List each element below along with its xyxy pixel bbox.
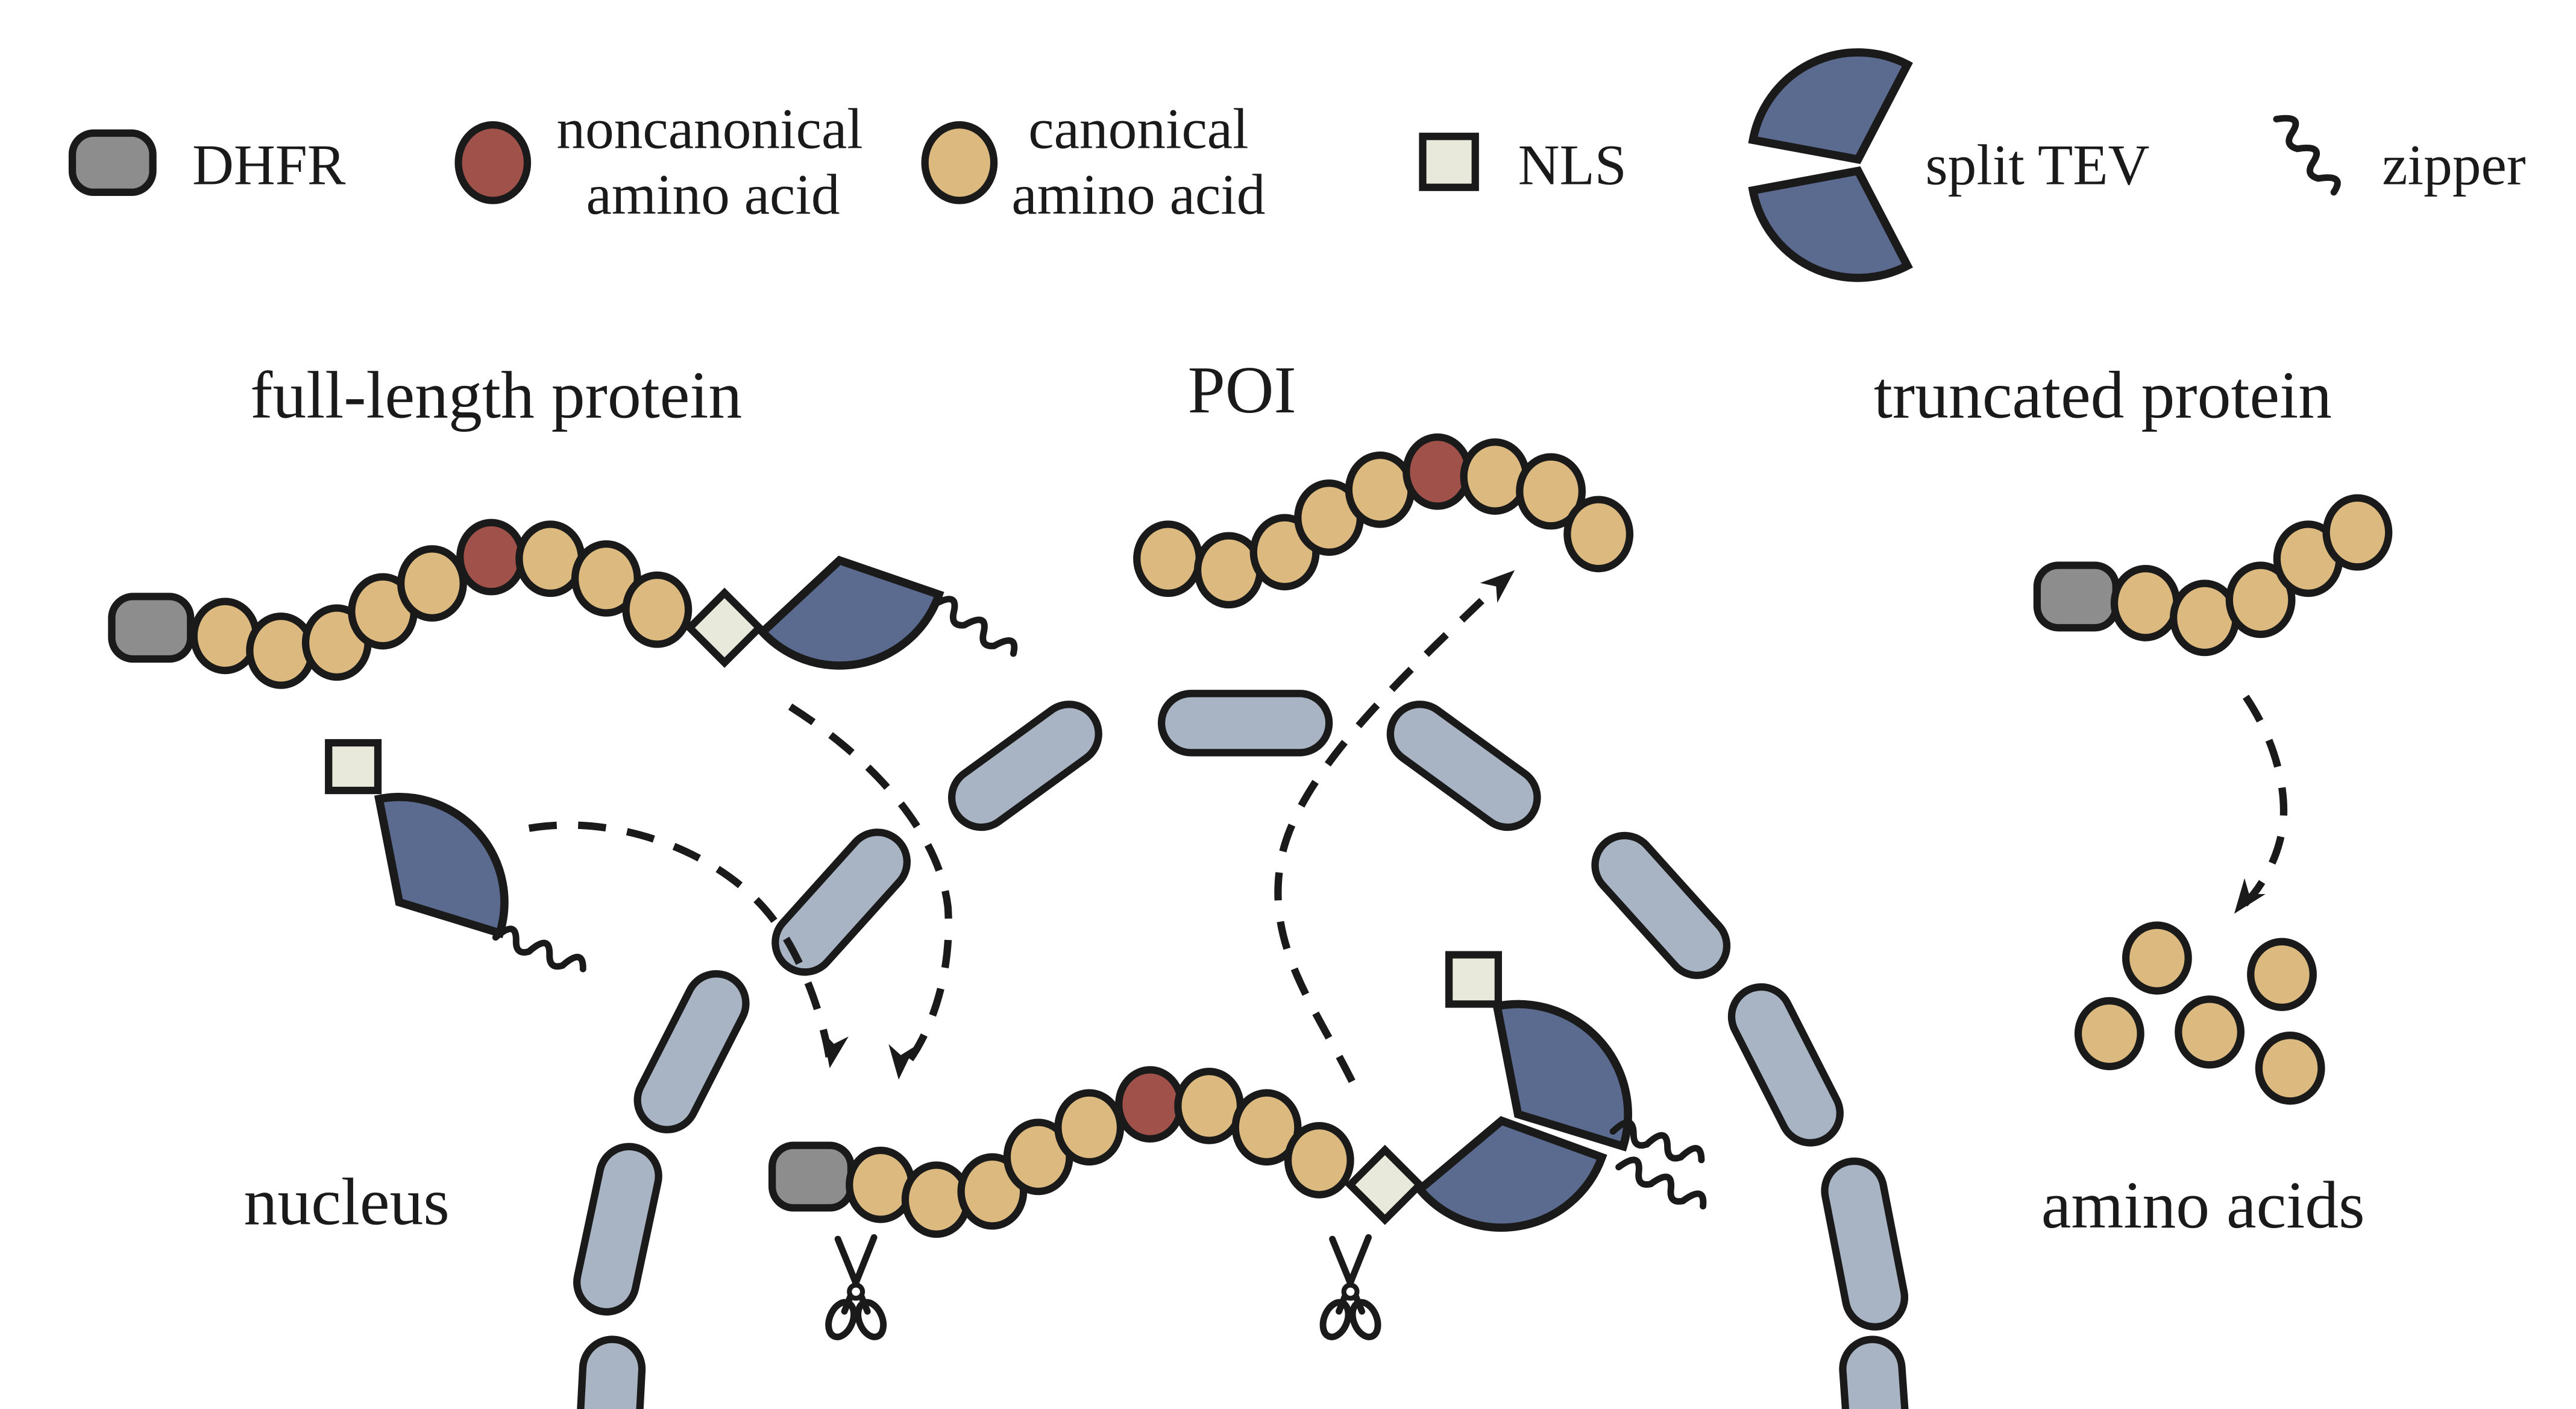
canonical-amino-acid-bead bbox=[1460, 438, 1530, 515]
zipper-squiggle bbox=[492, 925, 586, 972]
truncated-protein-label: truncated protein bbox=[1874, 358, 2332, 432]
noncanonical-amino-acid-bead bbox=[1115, 1066, 1185, 1143]
cleaved-to-poi-arrowhead bbox=[1480, 570, 1515, 603]
canonical-amino-acid-legend-swatch bbox=[921, 121, 998, 204]
full-length-protein-label: full-length protein bbox=[250, 358, 742, 432]
nuclear-envelope-segment bbox=[771, 828, 911, 976]
poi-chain bbox=[1133, 433, 1634, 609]
canonical-amino-acid-bead bbox=[2255, 1032, 2325, 1105]
canonical-amino-acid-bead bbox=[2175, 995, 2245, 1069]
dhfr-legend-swatch bbox=[68, 129, 157, 197]
canonical-amino-acid-bead bbox=[1174, 1068, 1245, 1144]
canonical-amino-acid-bead bbox=[2110, 564, 2181, 641]
split-tev-half bbox=[1492, 1000, 1632, 1152]
zipper-squiggle bbox=[1609, 1119, 1705, 1164]
nuclear-substrate-chain bbox=[768, 1066, 1425, 1238]
nucleus-label: nucleus bbox=[243, 1165, 449, 1240]
canonical-legend-label-line1: canonical bbox=[1028, 96, 1248, 160]
split-tev-legend-label: split TEV bbox=[1926, 133, 2150, 197]
noncanonical-amino-acid-bead bbox=[1403, 433, 1472, 510]
free-amino-acids bbox=[2074, 921, 2325, 1105]
canonical-amino-acid-bead bbox=[190, 597, 260, 675]
split-tev-lower-half-icon bbox=[1748, 166, 1913, 282]
nls-tev-adapter bbox=[325, 739, 586, 972]
full-length-protein-chain bbox=[108, 519, 1018, 689]
canonical-amino-acid-bead bbox=[846, 1146, 916, 1223]
split-tev-upper-half-icon bbox=[1748, 48, 1913, 165]
nls-tag bbox=[1445, 951, 1503, 1008]
nls-diamond bbox=[684, 587, 765, 668]
amino-acids-label: amino acids bbox=[2041, 1168, 2365, 1243]
nuclear-envelope-segment bbox=[573, 1143, 662, 1316]
noncanonical-amino-acid-legend-swatch bbox=[454, 121, 532, 204]
adapter-to-nucleus-arrowhead bbox=[822, 1032, 849, 1068]
nuclear-envelope-segment bbox=[1157, 690, 1333, 757]
nuclear-envelope-segment bbox=[1839, 1335, 1914, 1409]
nuclear-envelope bbox=[573, 690, 1914, 1409]
dhfr-domain bbox=[768, 1141, 855, 1212]
truncated-protein-chain bbox=[2033, 494, 2393, 657]
poi-label: POI bbox=[1188, 353, 1296, 427]
dhfr-domain bbox=[2033, 561, 2120, 632]
noncanonical-legend-label-line1: noncanonical bbox=[556, 96, 862, 160]
full-length-to-nucleus-arrowhead bbox=[888, 1044, 915, 1080]
assembled-split-tev bbox=[1413, 951, 1707, 1232]
canonical-amino-acid-bead bbox=[1516, 453, 1586, 530]
nuclear-envelope-segment bbox=[573, 1335, 646, 1409]
canonical-amino-acid-bead bbox=[1284, 1121, 1354, 1199]
canonical-amino-acid-bead bbox=[2074, 997, 2144, 1071]
full-length-to-nucleus-arrow bbox=[788, 703, 952, 1074]
canonical-amino-acid-bead bbox=[2225, 561, 2296, 638]
canonical-amino-acid-bead bbox=[2247, 938, 2317, 1011]
nuclear-envelope-segment bbox=[1591, 831, 1731, 979]
canonical-amino-acid-bead bbox=[1231, 1089, 1302, 1166]
zipper-legend-swatch bbox=[2273, 115, 2341, 196]
nuclear-envelope-segment bbox=[1727, 983, 1844, 1147]
canonical-amino-acid-bead bbox=[1133, 520, 1203, 597]
zipper-legend-label: zipper bbox=[2382, 133, 2525, 197]
nls-diamond bbox=[1345, 1144, 1425, 1225]
canonical-legend-label-line2: amino acid bbox=[1011, 162, 1265, 226]
nuclear-envelope-segment bbox=[947, 701, 1102, 831]
cleaved-to-poi-arrow bbox=[1274, 576, 1508, 1083]
dhfr-legend-label: DHFR bbox=[192, 133, 346, 197]
nuclear-envelope-segment bbox=[1386, 701, 1541, 831]
split-tev-half bbox=[1413, 1116, 1607, 1232]
nls-legend-label: NLS bbox=[1518, 133, 1627, 197]
noncanonical-amino-acid-bead bbox=[456, 519, 526, 596]
canonical-amino-acid-bead bbox=[1563, 496, 1634, 573]
canonical-amino-acid-bead bbox=[1345, 451, 1415, 528]
nls-legend-swatch bbox=[1419, 133, 1479, 191]
truncated-to-amino-acids-arrow bbox=[2237, 695, 2288, 912]
split-tev-half bbox=[756, 555, 944, 670]
nuclear-envelope-segment bbox=[633, 970, 750, 1133]
split-tev-half bbox=[374, 793, 509, 939]
canonical-amino-acid-bead bbox=[1054, 1089, 1125, 1166]
canonical-amino-acid-bead bbox=[397, 545, 467, 622]
scissors-icon bbox=[825, 1234, 887, 1340]
canonical-amino-acid-bead bbox=[622, 571, 693, 648]
dhfr-domain bbox=[108, 593, 195, 663]
zipper-squiggle bbox=[931, 596, 1018, 657]
arrows bbox=[528, 570, 2288, 1083]
truncated-to-amino-acids-arrowhead bbox=[2234, 878, 2266, 914]
nuclear-envelope-segment bbox=[1821, 1157, 1909, 1331]
scissors-icon bbox=[1319, 1234, 1381, 1340]
noncanonical-legend-label-line2: amino acid bbox=[586, 162, 840, 226]
canonical-amino-acid-bead bbox=[2322, 494, 2393, 571]
zipper-squiggle bbox=[1615, 1156, 1707, 1210]
canonical-amino-acid-bead bbox=[2122, 921, 2192, 995]
nls-tag bbox=[325, 739, 382, 795]
split-tev-legend-swatch bbox=[1748, 48, 1913, 282]
legend: DHFR noncanonical amino acid canonical a… bbox=[68, 48, 2526, 282]
adapter-to-nucleus-arrow bbox=[528, 821, 834, 1061]
